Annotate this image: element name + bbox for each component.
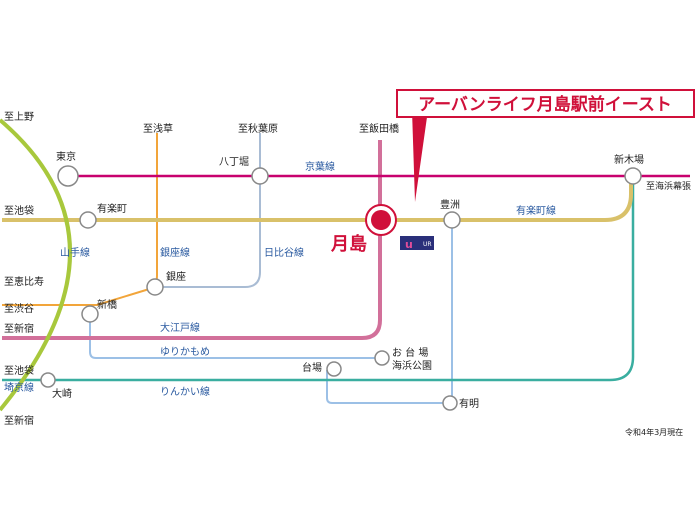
tsukishima-label: 月島 xyxy=(330,233,367,255)
dest-asakusa: 至浅草 xyxy=(143,122,173,135)
station-toyosu xyxy=(443,211,461,229)
line-label-yurakucho: 有楽町線 xyxy=(516,204,556,217)
line-label-yamanote: 山手線 xyxy=(60,246,90,259)
label-ariake: 有明 xyxy=(459,397,479,410)
station-tokyo xyxy=(57,165,79,187)
line-label-hibiya: 日比谷線 xyxy=(264,246,304,259)
station-ariake xyxy=(442,395,458,411)
title-box xyxy=(396,89,695,118)
dest-kaihinmakuhari: 至海浜幕張 xyxy=(646,180,691,192)
rinkai-line xyxy=(2,175,635,382)
label-shinkiba: 新木場 xyxy=(614,153,644,166)
yurikamome-line xyxy=(89,316,382,359)
yamanote-line xyxy=(0,118,72,412)
date-note: 令和4年3月現在 xyxy=(625,427,683,437)
station-yurakucho xyxy=(79,211,97,229)
line-label-yurikamome: ゆりかもめ xyxy=(160,346,210,358)
dest-ikebukuro-1: 至池袋 xyxy=(4,204,34,217)
dest-shinjuku-2: 至新宿 xyxy=(4,414,34,427)
line-label-keiyo: 京葉線 xyxy=(305,160,335,173)
station-odaiba xyxy=(374,350,390,366)
label-ginza: 銀座 xyxy=(166,270,186,283)
station-tsukishima-dot xyxy=(371,210,391,230)
title-pointer xyxy=(412,110,428,202)
label-hatchobori: 八丁堀 xyxy=(219,156,249,168)
label-toyosu: 豊洲 xyxy=(440,198,460,211)
label-odaiba-2: 海浜公園 xyxy=(392,359,432,372)
dest-ikebukuro-2: 至池袋 xyxy=(4,364,34,377)
ur-logo xyxy=(400,236,434,250)
dest-shibuya: 至渋谷 xyxy=(4,302,34,315)
yurakucho-line xyxy=(2,177,633,222)
station-shinkiba xyxy=(624,167,642,185)
hibiya-line xyxy=(155,133,261,288)
ur-logo-text: UR xyxy=(423,241,432,248)
label-osaki: 大崎 xyxy=(52,387,72,400)
line-label-oedo: 大江戸線 xyxy=(160,321,200,334)
yurikamome-to-ariake xyxy=(326,370,446,404)
dest-shinjuku-1: 至新宿 xyxy=(4,322,34,335)
station-osaki xyxy=(40,372,56,388)
label-shimbashi: 新橋 xyxy=(97,298,117,311)
dest-ebisu: 至恵比寿 xyxy=(4,275,44,288)
station-ginza xyxy=(146,278,164,296)
label-yurakucho: 有楽町 xyxy=(97,202,127,215)
label-odaiba-1: お 台 場 xyxy=(392,346,428,359)
line-label-saikyo: 埼京線 xyxy=(4,381,34,394)
oedo-line xyxy=(2,140,382,340)
label-daiba: 台場 xyxy=(302,361,322,374)
station-hatchobori xyxy=(251,167,269,185)
dest-ueno: 至上野 xyxy=(4,111,34,123)
line-label-ginza: 銀座線 xyxy=(160,246,190,259)
station-shimbashi xyxy=(81,305,99,323)
ur-logo-mark: u xyxy=(405,238,413,251)
dest-iidabashi: 至飯田橋 xyxy=(359,122,399,135)
label-tokyo: 東京 xyxy=(56,150,76,163)
station-daiba xyxy=(326,361,342,377)
line-label-rinkai: りんかい線 xyxy=(160,385,210,398)
dest-akihabara: 至秋葉原 xyxy=(238,122,278,135)
property-title: アーバンライフ月島駅前イースト xyxy=(418,94,672,115)
